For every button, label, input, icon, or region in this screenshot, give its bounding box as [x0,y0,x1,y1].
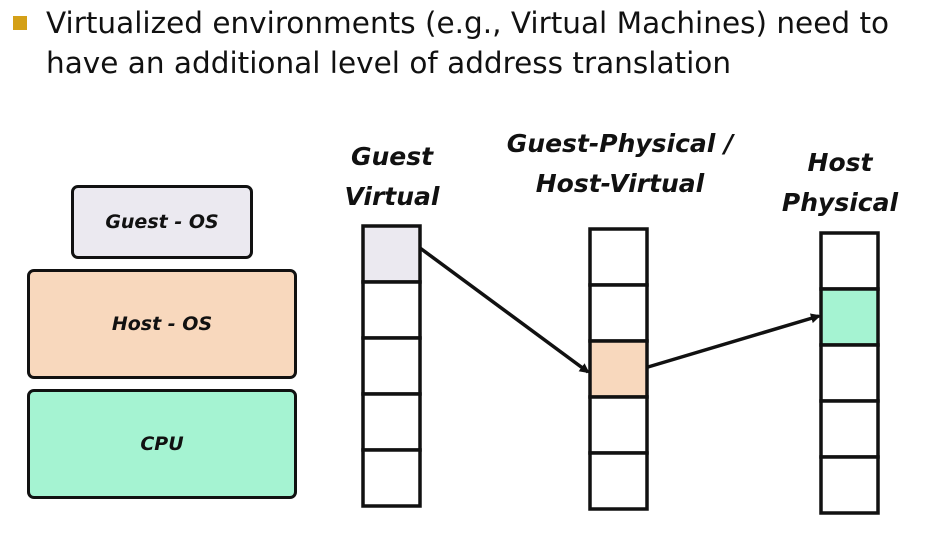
host-physical-label: Host Physical [781,148,899,217]
page-cell [819,231,880,291]
host-os-box: Host - OS [27,269,297,379]
page-cell [588,451,649,511]
page-cell [588,395,649,455]
cpu-box: CPU [27,389,297,499]
page-cell [361,448,422,508]
highlighted-page-cell [361,224,422,284]
translation-arrow-2 [647,313,821,369]
page-cell [819,455,880,515]
highlighted-page-cell [588,339,649,399]
page-cell [588,283,649,343]
host-physical-column [819,231,880,515]
guest-os-box: Guest - OS [71,185,253,259]
page-cell [361,336,422,396]
highlighted-page-cell [819,287,880,347]
bullet-text: Virtualized environments (e.g., Virtual … [46,6,890,80]
guest-physical-column [588,227,649,511]
translation-arrow-1 [418,246,590,374]
guest-physical-host-virtual-label: Guest-Physical / Host-Virtual [506,129,734,198]
page-cell [361,392,422,452]
bullet-marker [13,16,27,30]
guest-virtual-label: Guest Virtual [344,142,440,211]
page-cell [819,399,880,459]
page-cell [588,227,649,287]
guest-virtual-column [361,224,422,508]
page-cell [361,280,422,340]
page-cell [819,343,880,403]
